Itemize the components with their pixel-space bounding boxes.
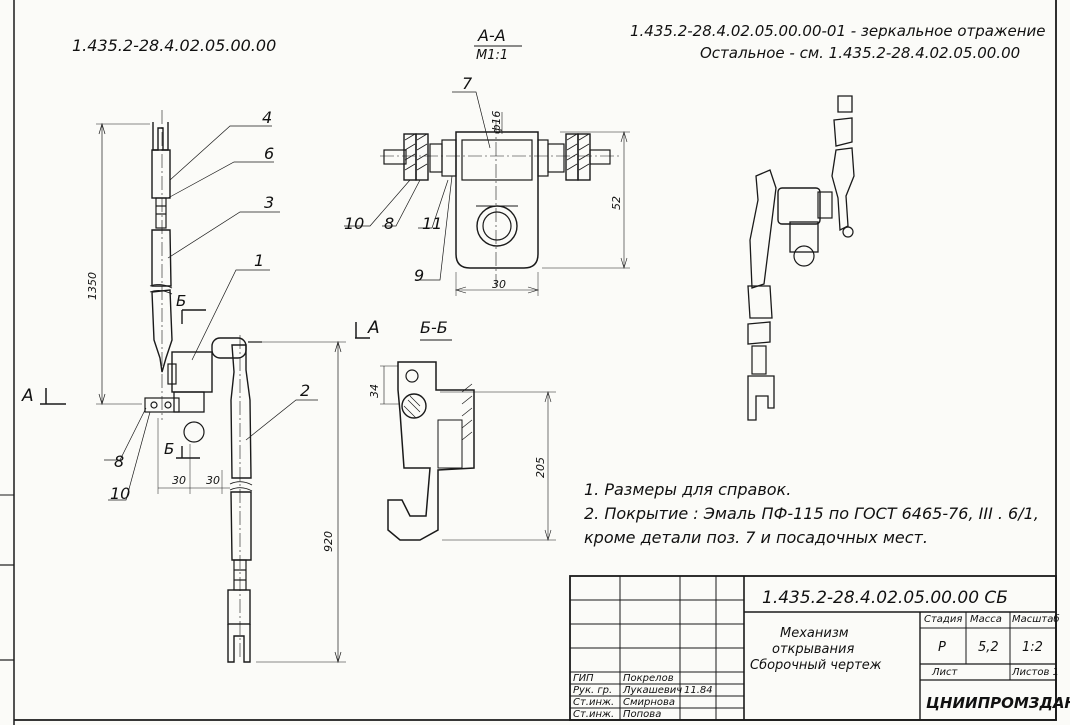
note-3: кроме детали поз. 7 и посадочных мест. <box>584 528 928 547</box>
role-senior-eng-1: Ст.инж. <box>573 697 615 708</box>
main-view <box>40 110 370 664</box>
header-stage: Стадия <box>924 614 963 625</box>
section-a-marker-2: А <box>368 318 380 338</box>
dim-offset-2: 30 <box>206 474 220 487</box>
section-b-marker-2: Б <box>164 440 175 458</box>
dim-total-length: 1350 <box>86 272 99 300</box>
section-aa-view <box>344 45 630 296</box>
isometric-view <box>747 95 855 421</box>
mirror-note-line1: 1.435.2-28.4.02.05.00.00-01 - зеркальное… <box>630 22 1046 40</box>
position-label-1: 1 <box>254 251 265 270</box>
name-group-lead: Лукашевич <box>623 685 683 696</box>
date-group-lead: 11.84 <box>684 685 713 696</box>
section-b-marker: Б <box>176 292 187 310</box>
mass-value: 5,2 <box>978 640 999 655</box>
header-mass: Масса <box>970 614 1002 625</box>
section-a-marker: А <box>22 386 34 406</box>
note-2: 2. Покрытие : Эмаль ПФ-115 по ГОСТ 6465-… <box>584 504 1039 523</box>
stage-value: Р <box>938 640 946 655</box>
organization-name: ЦНИИПРОМЗДАНИЙ <box>926 694 1070 712</box>
position-label-6: 6 <box>264 144 275 163</box>
section-aa-title: А-А <box>478 26 506 45</box>
dim-height-aa: 52 <box>610 196 623 210</box>
sheets-label: Листов 1 <box>1012 667 1059 678</box>
role-gip: ГИП <box>573 673 594 684</box>
position-label-8: 8 <box>114 452 125 471</box>
title-name-line2: открывания <box>772 642 855 657</box>
scale-value: 1:2 <box>1022 640 1043 655</box>
title-name-line3: Сборочный чертеж <box>750 658 882 673</box>
position-label-7: 7 <box>462 74 473 93</box>
dim-offset-1: 30 <box>172 474 186 487</box>
title-name-line1: Механизм <box>780 626 849 641</box>
position-label-8-aa: 8 <box>384 214 395 233</box>
header-scale: Масштаб <box>1012 614 1060 625</box>
position-label-9: 9 <box>414 266 425 285</box>
dim-diameter: ф16 <box>490 110 503 134</box>
position-label-3: 3 <box>264 193 275 212</box>
role-senior-eng-2: Ст.инж. <box>573 709 615 720</box>
name-senior-eng-2: Попова <box>623 709 662 720</box>
note-1: 1. Размеры для справок. <box>584 480 792 499</box>
dim-bb-height: 205 <box>534 457 547 478</box>
dim-lower-length: 920 <box>322 531 335 552</box>
name-senior-eng-1: Смирнова <box>623 697 676 708</box>
title-doc-code: 1.435.2-28.4.02.05.00.00 СБ <box>762 588 1008 608</box>
position-label-11: 11 <box>422 214 443 233</box>
position-label-2: 2 <box>300 381 311 400</box>
sheet-label: Лист <box>932 667 958 678</box>
dim-bb-small: 34 <box>368 384 381 398</box>
section-bb-view <box>380 339 556 542</box>
position-label-10: 10 <box>110 484 131 503</box>
name-gip: Покрелов <box>623 673 674 684</box>
role-group-lead: Рук. гр. <box>573 685 613 696</box>
position-label-10-aa: 10 <box>344 214 365 233</box>
mirror-note-line2: Остальное - см. 1.435.2-28.4.02.05.00.00 <box>700 44 1021 62</box>
section-aa-scale: М1:1 <box>476 48 509 63</box>
section-bb-title: Б-Б <box>420 318 448 337</box>
dim-width-aa: 30 <box>492 278 506 291</box>
position-label-4: 4 <box>262 108 273 127</box>
title-block-lines <box>569 575 1057 721</box>
drawing-code-topleft: 1.435.2-28.4.02.05.00.00 <box>72 36 277 55</box>
